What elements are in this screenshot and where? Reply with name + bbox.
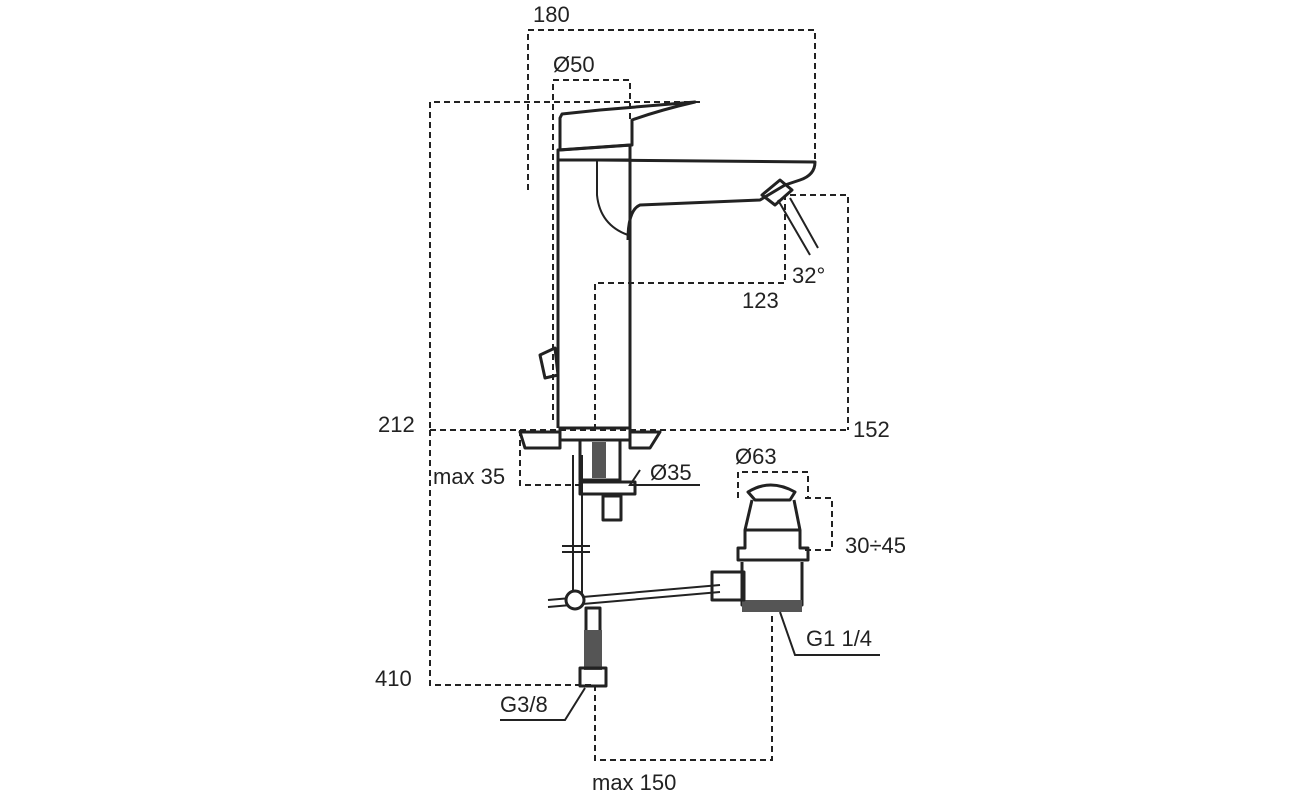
base-ring — [558, 426, 632, 442]
thread-hatch — [592, 442, 606, 478]
dim-line-410 — [429, 430, 595, 686]
drain-assembly — [628, 469, 880, 656]
drain-body-top — [736, 530, 810, 562]
label-410: 410 — [375, 666, 412, 691]
dim-line-180 — [527, 29, 816, 190]
label-max35: max 35 — [433, 464, 505, 489]
rod-clip — [562, 545, 590, 553]
threaded-stud — [578, 438, 622, 482]
dimension-lines — [429, 29, 849, 761]
popup-rod-knob — [538, 346, 560, 380]
label-dia63: Ø63 — [735, 444, 777, 469]
hose-nut — [578, 666, 608, 688]
hose-connector — [584, 606, 602, 634]
drain-side-nut — [710, 570, 746, 602]
dim-line-152 — [790, 194, 849, 430]
label-dia35: Ø35 — [650, 460, 692, 485]
aerator — [760, 178, 794, 207]
spray-angle-lines — [777, 197, 819, 256]
label-180: 180 — [533, 2, 570, 27]
label-reach: 123 — [742, 288, 779, 313]
dim-line-max150 — [594, 605, 773, 761]
column — [556, 160, 632, 428]
dim-line-30-45 — [805, 497, 833, 551]
label-angle: 32° — [792, 263, 825, 288]
leader-g114 — [779, 611, 880, 656]
dim-line-dia63 — [737, 471, 809, 498]
label-dia50: Ø50 — [553, 52, 595, 77]
pull-rod — [572, 455, 583, 600]
hose-braid — [584, 630, 602, 670]
nut-lower — [601, 494, 623, 522]
label-212: 212 — [378, 412, 415, 437]
dim-line-dia50 — [552, 79, 631, 420]
fixing-nut — [578, 480, 637, 496]
drain-body — [740, 562, 804, 607]
spout-inner — [596, 160, 629, 236]
dimension-labels: 180 Ø50 32° 123 152 212 max 35 Ø35 Ø63 3… — [375, 2, 906, 795]
label-max150: max 150 — [592, 770, 676, 795]
dim-line-212 — [429, 101, 700, 430]
drain-thread-hatch — [742, 600, 802, 612]
leader-g38 — [500, 687, 586, 721]
under-deck — [500, 438, 721, 721]
drain-flange — [743, 499, 802, 532]
label-g38: G3/8 — [500, 692, 548, 717]
pivot-clip — [564, 589, 586, 611]
dim-line-123 — [594, 195, 786, 430]
label-30-45: 30÷45 — [845, 533, 906, 558]
cartridge-cap — [556, 143, 632, 162]
label-152: 152 — [853, 417, 890, 442]
drain-cap — [746, 483, 797, 502]
base-flange — [518, 430, 662, 450]
leader-dia35 — [628, 469, 700, 486]
label-g114: G1 1/4 — [806, 626, 872, 651]
faucet-body — [518, 100, 819, 450]
dim-line-max35 — [519, 430, 580, 486]
lever-handle — [558, 100, 697, 152]
